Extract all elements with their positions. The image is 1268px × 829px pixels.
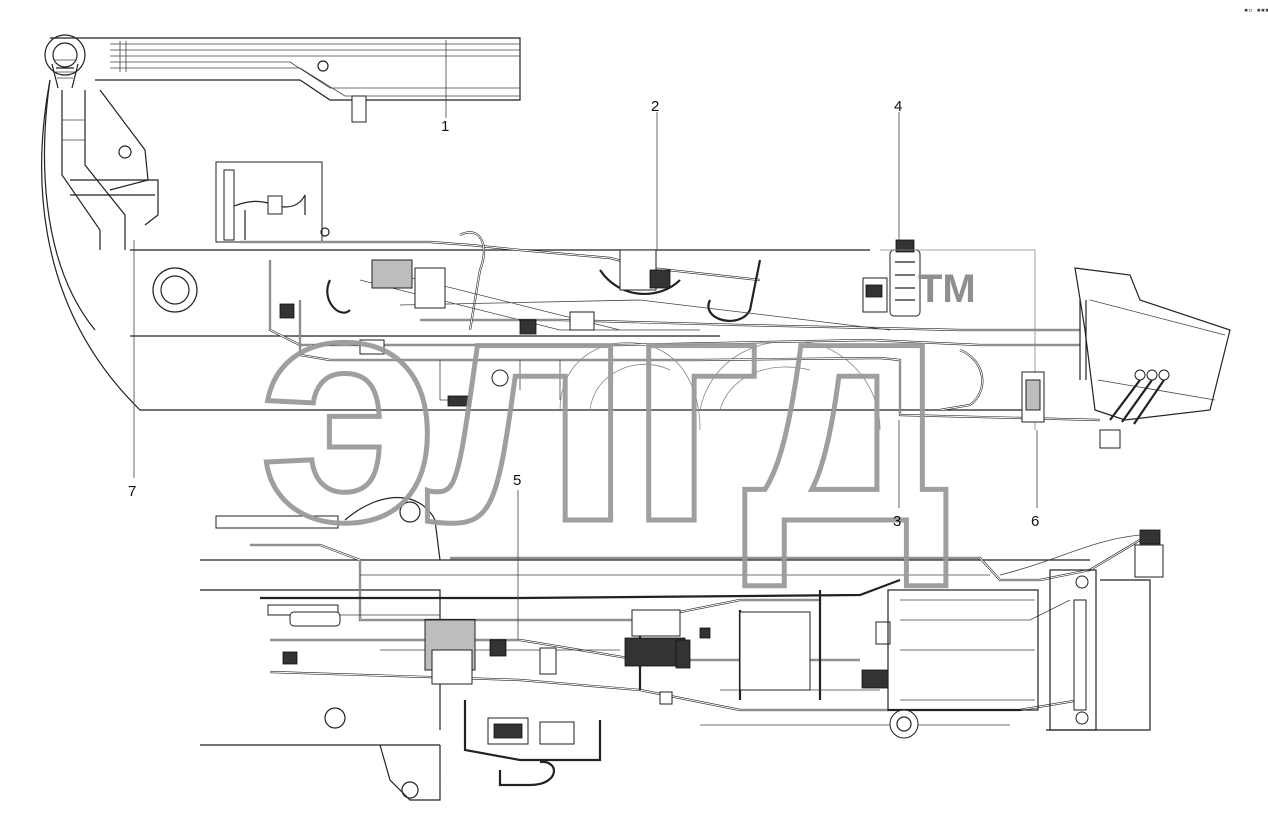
callout-2: 2 — [651, 98, 659, 115]
rear-outrigger-box — [1074, 267, 1231, 449]
upper-view — [41, 34, 1231, 508]
callout-4: 4 — [894, 98, 902, 115]
callout-3: 3 — [893, 513, 901, 530]
watermark-trademark: TM — [918, 267, 976, 311]
lower-components — [267, 604, 919, 745]
return-filter — [862, 239, 1036, 430]
upper-valve-blocks — [279, 249, 671, 407]
callout-labels: 1 2 3 4 5 6 7 — [128, 98, 1039, 530]
corner-mark: ▪▫ ▪▪▪ — [1244, 6, 1268, 14]
callout-7: 7 — [128, 483, 136, 500]
boom-assembly — [44, 34, 521, 123]
rear-outrigger-housing — [887, 529, 1164, 731]
upper-hose-bundle — [240, 231, 1101, 422]
watermark-text: элгд — [258, 221, 949, 590]
column-assembly — [61, 89, 159, 250]
callout-5: 5 — [513, 472, 521, 489]
lower-hose-network — [250, 534, 1141, 787]
lower-view — [200, 490, 1164, 801]
control-panel-box — [215, 161, 330, 243]
callout-6: 6 — [1031, 513, 1039, 530]
watermark: элгд TM — [256, 219, 976, 593]
callout-1: 1 — [441, 118, 449, 135]
